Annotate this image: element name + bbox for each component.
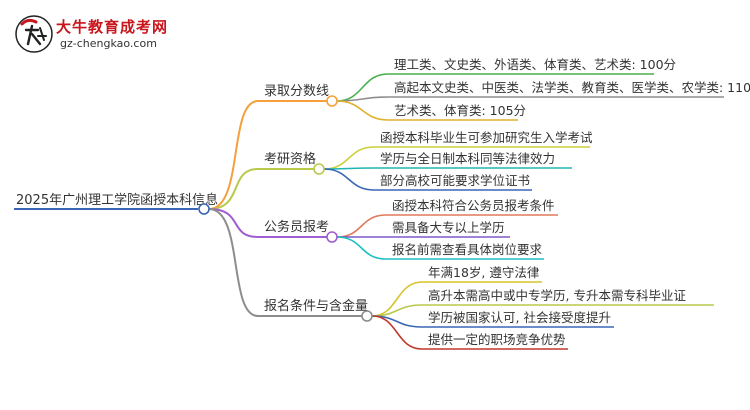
child-label: 学历被国家认可, 社会接受度提升 xyxy=(428,310,611,325)
logo-url: gz-chengkao.com xyxy=(60,37,157,50)
child-connector xyxy=(336,100,518,121)
child-label: 理工类、文史类、外语类、体育类、艺术类: 100分 xyxy=(394,57,676,72)
root-label: 2025年广州理工学院函授本科信息 xyxy=(16,192,218,208)
logo-title: 大牛教育成考网 xyxy=(56,18,169,36)
branch-label: 公务员报考 xyxy=(264,219,329,235)
branch-connector xyxy=(208,168,314,210)
child-connector xyxy=(323,168,532,191)
child-label: 高起本文史类、中医类、法学类、教育类、医学类、农学类: 110分 xyxy=(394,80,750,95)
child-label: 高升本需高中或中专学历, 专升本需专科毕业证 xyxy=(428,288,686,303)
branch-node-circle xyxy=(326,231,338,243)
site-logo[interactable]: 大牛教育成考网 gz-chengkao.com xyxy=(14,14,214,54)
child-connector xyxy=(371,281,542,317)
child-label: 函授本科符合公务员报考条件 xyxy=(392,198,555,213)
child-connector xyxy=(371,315,568,350)
child-connector xyxy=(336,236,544,260)
child-label: 需具备大专以上学历 xyxy=(392,220,505,235)
branch-node-circle xyxy=(361,310,373,322)
child-label: 学历与全日制本科同等法律效力 xyxy=(380,151,555,166)
child-label: 报名前需查看具体岗位要求 xyxy=(392,242,543,257)
branch-connector xyxy=(208,208,362,317)
child-label: 部分高校可能要求学位证书 xyxy=(380,173,530,188)
branch-node-circle xyxy=(326,95,338,107)
child-label: 提供一定的职场竞争优势 xyxy=(428,332,566,347)
branch-connector xyxy=(208,100,327,210)
child-label: 年满18岁, 遵守法律 xyxy=(428,265,539,280)
root-node-circle xyxy=(198,203,210,215)
branch-node-circle xyxy=(313,163,325,175)
child-connector xyxy=(336,96,724,102)
child-label: 艺术类、体育类: 105分 xyxy=(394,103,526,118)
child-label: 函授本科毕业生可参加研究生入学考试 xyxy=(380,130,593,145)
logo-mark-icon xyxy=(15,15,53,53)
child-connector xyxy=(323,167,572,170)
branch-connector xyxy=(208,208,327,238)
branch-label: 报名条件与含金量 xyxy=(264,298,368,314)
branch-label: 录取分数线 xyxy=(264,84,329,99)
branch-label: 考研资格 xyxy=(264,151,316,167)
